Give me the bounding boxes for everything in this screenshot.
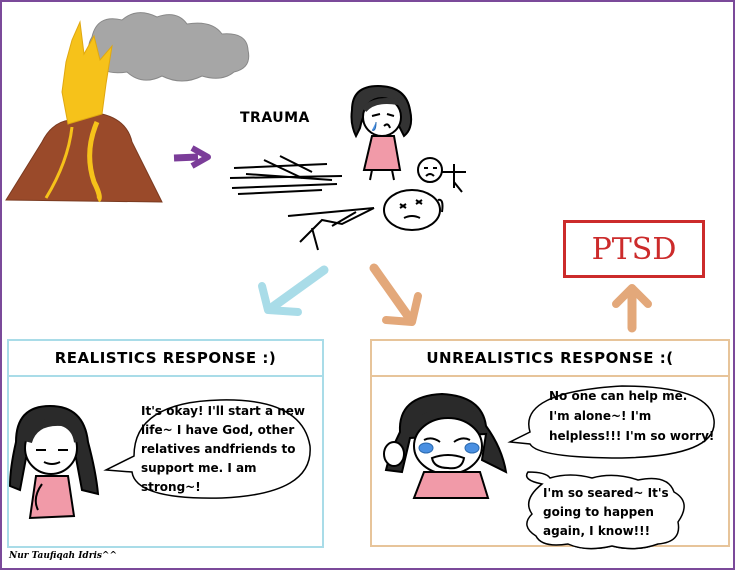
helpless-line-2: I'm alone~! I'm <box>549 409 652 423</box>
realistic-line-3: relatives andfriends to <box>141 442 296 456</box>
realistic-line-5: strong~! <box>141 480 201 494</box>
realistic-line-4: support me. I am <box>141 461 257 475</box>
helpless-bubble-text: No one can help me. I'm alone~! I'm help… <box>549 386 714 446</box>
arrow-to-trauma <box>173 153 199 162</box>
scared-line-2: going to happen <box>543 505 654 519</box>
realistic-line-2: life~ I have God, other <box>141 423 295 437</box>
arrow-to-realistic <box>269 265 329 311</box>
realistic-line-1: It's okay! I'll start a new <box>141 404 306 418</box>
scared-line-1: I'm so seared~ It's <box>543 486 669 500</box>
crying-girl-figure <box>350 84 413 181</box>
lava-eruption <box>61 20 113 125</box>
unrealistic-panel-title: UNREALISTICS RESPONSE :( <box>372 341 728 377</box>
helpless-line-3: helpless!!! I'm so worry! <box>549 429 715 443</box>
scared-thought-bubble-front <box>525 471 685 550</box>
ptsd-label: PTSD <box>591 231 677 267</box>
arrow-to-trauma-head <box>190 145 211 169</box>
lava-flow <box>87 121 102 203</box>
arrow-to-ptsd-head <box>612 284 652 308</box>
lava-flow-2 <box>44 126 74 199</box>
crying-girl-panel-figure-front <box>383 392 508 499</box>
arrow-to-unrealistic <box>369 263 413 321</box>
realistic-speech-bubble-front <box>103 399 311 499</box>
arrow-to-realistic-head <box>258 282 302 316</box>
realistic-bubble-text: It's okay! I'll start a new life~ I have… <box>141 402 305 497</box>
realistic-panel-title: REALISTICS RESPONSE :) <box>9 341 322 377</box>
helpless-line-1: No one can help me. <box>549 389 688 403</box>
scared-line-3: again, I know!!! <box>543 524 651 538</box>
trauma-label: TRAUMA <box>240 110 310 126</box>
scared-bubble-text: I'm so seared~ It's going to happen agai… <box>543 484 669 541</box>
calm-girl-figure-front <box>8 404 100 520</box>
helpless-speech-bubble-front <box>507 385 715 459</box>
smoke-cloud <box>88 12 250 82</box>
lying-victim-figure <box>383 189 444 231</box>
author-credit: Nur Taufiqah Idris^^ <box>9 551 118 561</box>
debris-lines <box>229 155 375 251</box>
small-victim-figure <box>417 157 466 193</box>
ptsd-box: PTSD <box>563 220 705 278</box>
arrow-to-unrealistic-head <box>382 292 422 326</box>
